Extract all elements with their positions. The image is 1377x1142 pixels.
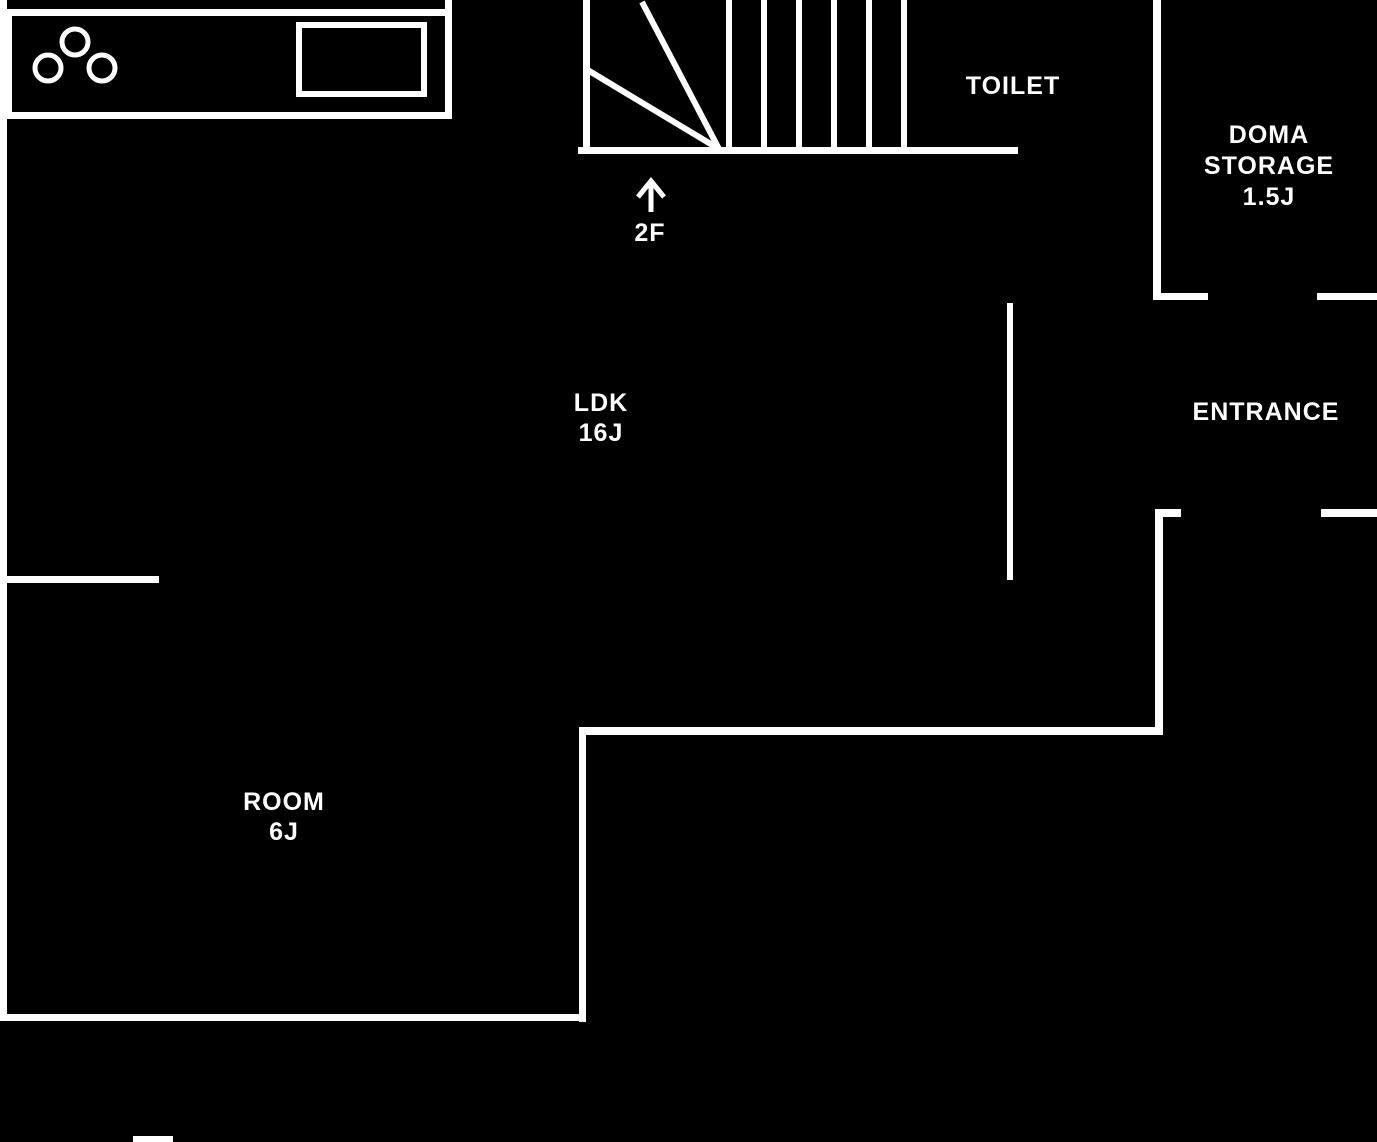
bottom-edge-marker bbox=[133, 1136, 173, 1142]
doma-storage-line1: DOMA bbox=[1228, 121, 1310, 149]
toilet-label: TOILET bbox=[966, 71, 1060, 101]
room-label: ROOM 6J bbox=[243, 787, 325, 847]
wall-ldk-south bbox=[580, 727, 1163, 735]
stairs-tread bbox=[901, 0, 907, 151]
stairs-bottom-wall bbox=[578, 147, 1018, 154]
wall-entrance-left bbox=[1155, 512, 1163, 735]
room-name: ROOM bbox=[243, 788, 325, 816]
stairs-tread bbox=[831, 0, 837, 151]
stairs-tread bbox=[726, 0, 732, 151]
wall-room-bottom bbox=[0, 1014, 586, 1021]
wall-doma-bottom-right bbox=[1317, 293, 1377, 300]
kitchen-counter bbox=[5, 9, 452, 119]
kitchen-sink-icon bbox=[296, 22, 427, 97]
wall-entrance-bottom-right bbox=[1321, 509, 1377, 517]
stairs-direction-label: 2F bbox=[634, 218, 665, 248]
doma-storage-label: DOMA STORAGE 1.5J bbox=[1204, 120, 1334, 213]
wall-left-perimeter bbox=[0, 0, 7, 1021]
ldk-size: 16J bbox=[578, 419, 624, 447]
stairs-direction-text: 2F bbox=[634, 219, 666, 247]
ldk-name: LDK bbox=[573, 389, 629, 417]
wall-room-top bbox=[0, 576, 159, 583]
wall-doma-bottom-left bbox=[1153, 293, 1208, 300]
doma-storage-line2: STORAGE bbox=[1203, 152, 1335, 180]
stairs-winder-lines bbox=[584, 0, 722, 152]
wall-room-right bbox=[579, 727, 586, 1022]
stairs-left-edge bbox=[583, 0, 590, 152]
entrance-label-text: ENTRANCE bbox=[1192, 398, 1340, 426]
stairs-tread bbox=[866, 0, 872, 151]
stairs-tread bbox=[761, 0, 767, 151]
wall-kitchen-right bbox=[445, 0, 452, 14]
ldk-label: LDK 16J bbox=[574, 388, 628, 448]
stairs-tread bbox=[796, 0, 802, 151]
doma-storage-line3: 1.5J bbox=[1242, 183, 1296, 211]
wall-toilet-doma-divider bbox=[1153, 0, 1161, 300]
toilet-label-text: TOILET bbox=[965, 72, 1061, 100]
wall-ldk-entrance-divider bbox=[1007, 303, 1013, 580]
room-size: 6J bbox=[269, 818, 299, 846]
up-arrow-icon bbox=[636, 177, 666, 212]
entrance-label: ENTRANCE bbox=[1193, 397, 1340, 427]
wall-entrance-bottom-left bbox=[1155, 509, 1181, 517]
